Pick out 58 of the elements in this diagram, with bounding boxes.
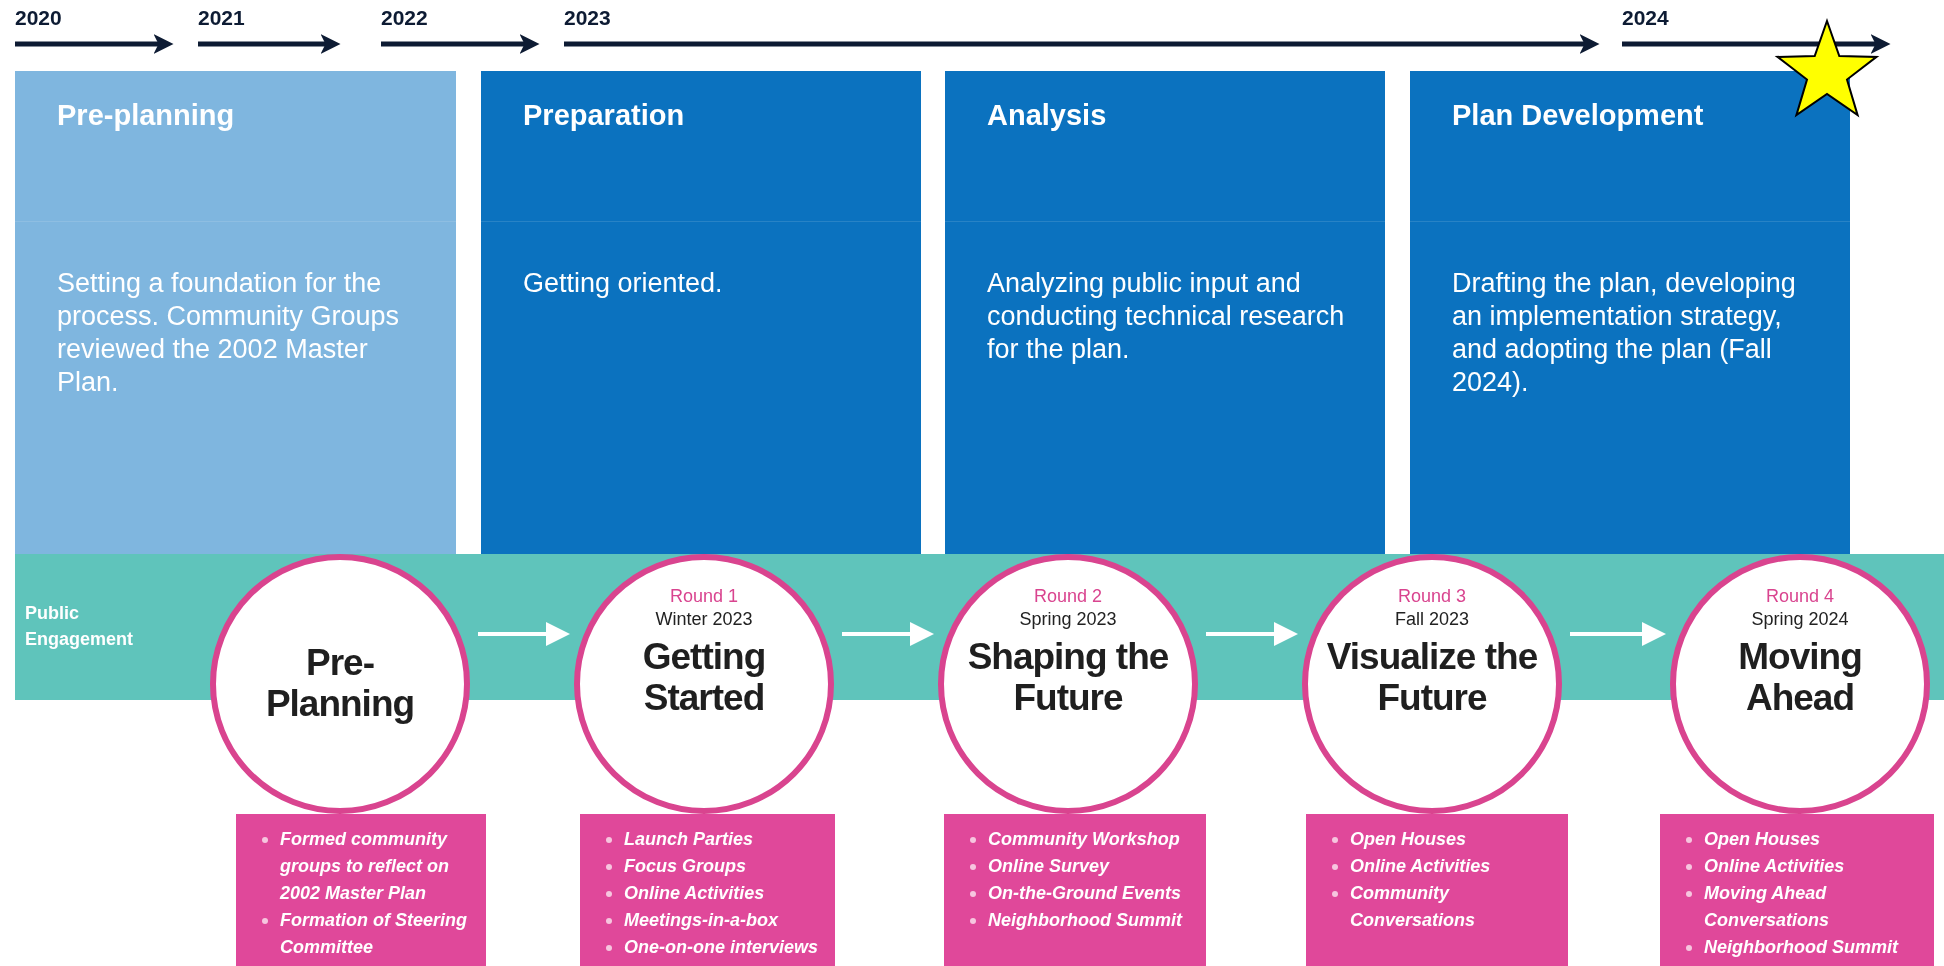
phase-column	[15, 71, 456, 554]
activity-item: Formation of Steering Committee	[280, 909, 468, 959]
stage-title: Getting Started	[641, 636, 767, 718]
activity-item: Open Houses	[1350, 828, 1468, 851]
phase-description: Drafting the plan, developing an implementation strategy, and adopting the plan (Fall 2024).	[1452, 267, 1797, 399]
year-label: 2023	[564, 6, 611, 30]
phase-description: Getting oriented.	[523, 267, 724, 300]
round-label: Round 4	[1764, 586, 1836, 607]
phase-column	[945, 71, 1385, 554]
activity-panel	[944, 814, 1206, 966]
activity-item: On-the-Ground Events	[988, 882, 1182, 905]
activity-item: Formed community groups to reflect on 2002 Master Plan	[280, 828, 450, 905]
arrow	[1570, 622, 1666, 646]
phase-heading: Preparation	[523, 99, 685, 132]
phase-heading: Pre-planning	[57, 99, 235, 132]
year-label: 2020	[15, 6, 62, 30]
arrow	[842, 622, 934, 646]
activity-panel	[1660, 814, 1934, 966]
activity-item: Meetings-in-a-box	[624, 909, 780, 932]
season-label: Spring 2024	[1750, 609, 1850, 630]
stage-title: Shaping the Future	[966, 636, 1170, 718]
phase-heading: Plan Development	[1452, 99, 1704, 132]
year-label: 2022	[381, 6, 428, 30]
activity-item: Moving Ahead Conversations	[1704, 882, 1831, 932]
activity-panel	[236, 814, 486, 966]
activity-item: Online Activities	[624, 882, 766, 905]
activity-item: Community Conversations	[1350, 882, 1477, 932]
activity-item: Online Activities	[1350, 855, 1492, 878]
activity-item: Community Workshop	[988, 828, 1181, 851]
phase-column	[1410, 71, 1850, 554]
activity-panel	[1306, 814, 1568, 966]
season-label: Spring 2023	[1018, 609, 1118, 630]
arrow	[1206, 622, 1298, 646]
activity-item: One-on-one interviews	[624, 936, 820, 959]
stage-title: Moving Ahead	[1737, 636, 1863, 718]
activity-item: Online Survey	[988, 855, 1111, 878]
activity-panel	[580, 814, 835, 966]
phase-heading: Analysis	[987, 99, 1107, 132]
phase-description: Analyzing public input and conducting technical research for the plan.	[987, 267, 1346, 366]
season-label: Winter 2023	[654, 609, 754, 630]
phase-description: Setting a foundation for the process. Community Groups reviewed the 2002 Master Plan.	[57, 267, 401, 399]
phase-column	[481, 71, 921, 554]
activity-item: Focus Groups	[624, 855, 747, 878]
round-label: Round 1	[668, 586, 740, 607]
stage-title: Pre- Planning	[264, 642, 416, 724]
round-label: Round 3	[1396, 586, 1468, 607]
season-label: Fall 2023	[1393, 609, 1471, 630]
activity-item: Launch Parties	[624, 828, 755, 851]
band-label: Public Engagement	[25, 602, 135, 651]
activity-item: Neighborhood Summit	[1704, 936, 1900, 959]
arrow	[478, 622, 570, 646]
activity-item: Neighborhood Summit	[988, 909, 1184, 932]
year-label: 2024	[1622, 6, 1669, 30]
round-label: Round 2	[1032, 586, 1104, 607]
year-label: 2021	[198, 6, 245, 30]
activity-item: Online Activities	[1704, 855, 1846, 878]
stage-title: Visualize the Future	[1325, 636, 1539, 718]
activity-item: Open Houses	[1704, 828, 1822, 851]
